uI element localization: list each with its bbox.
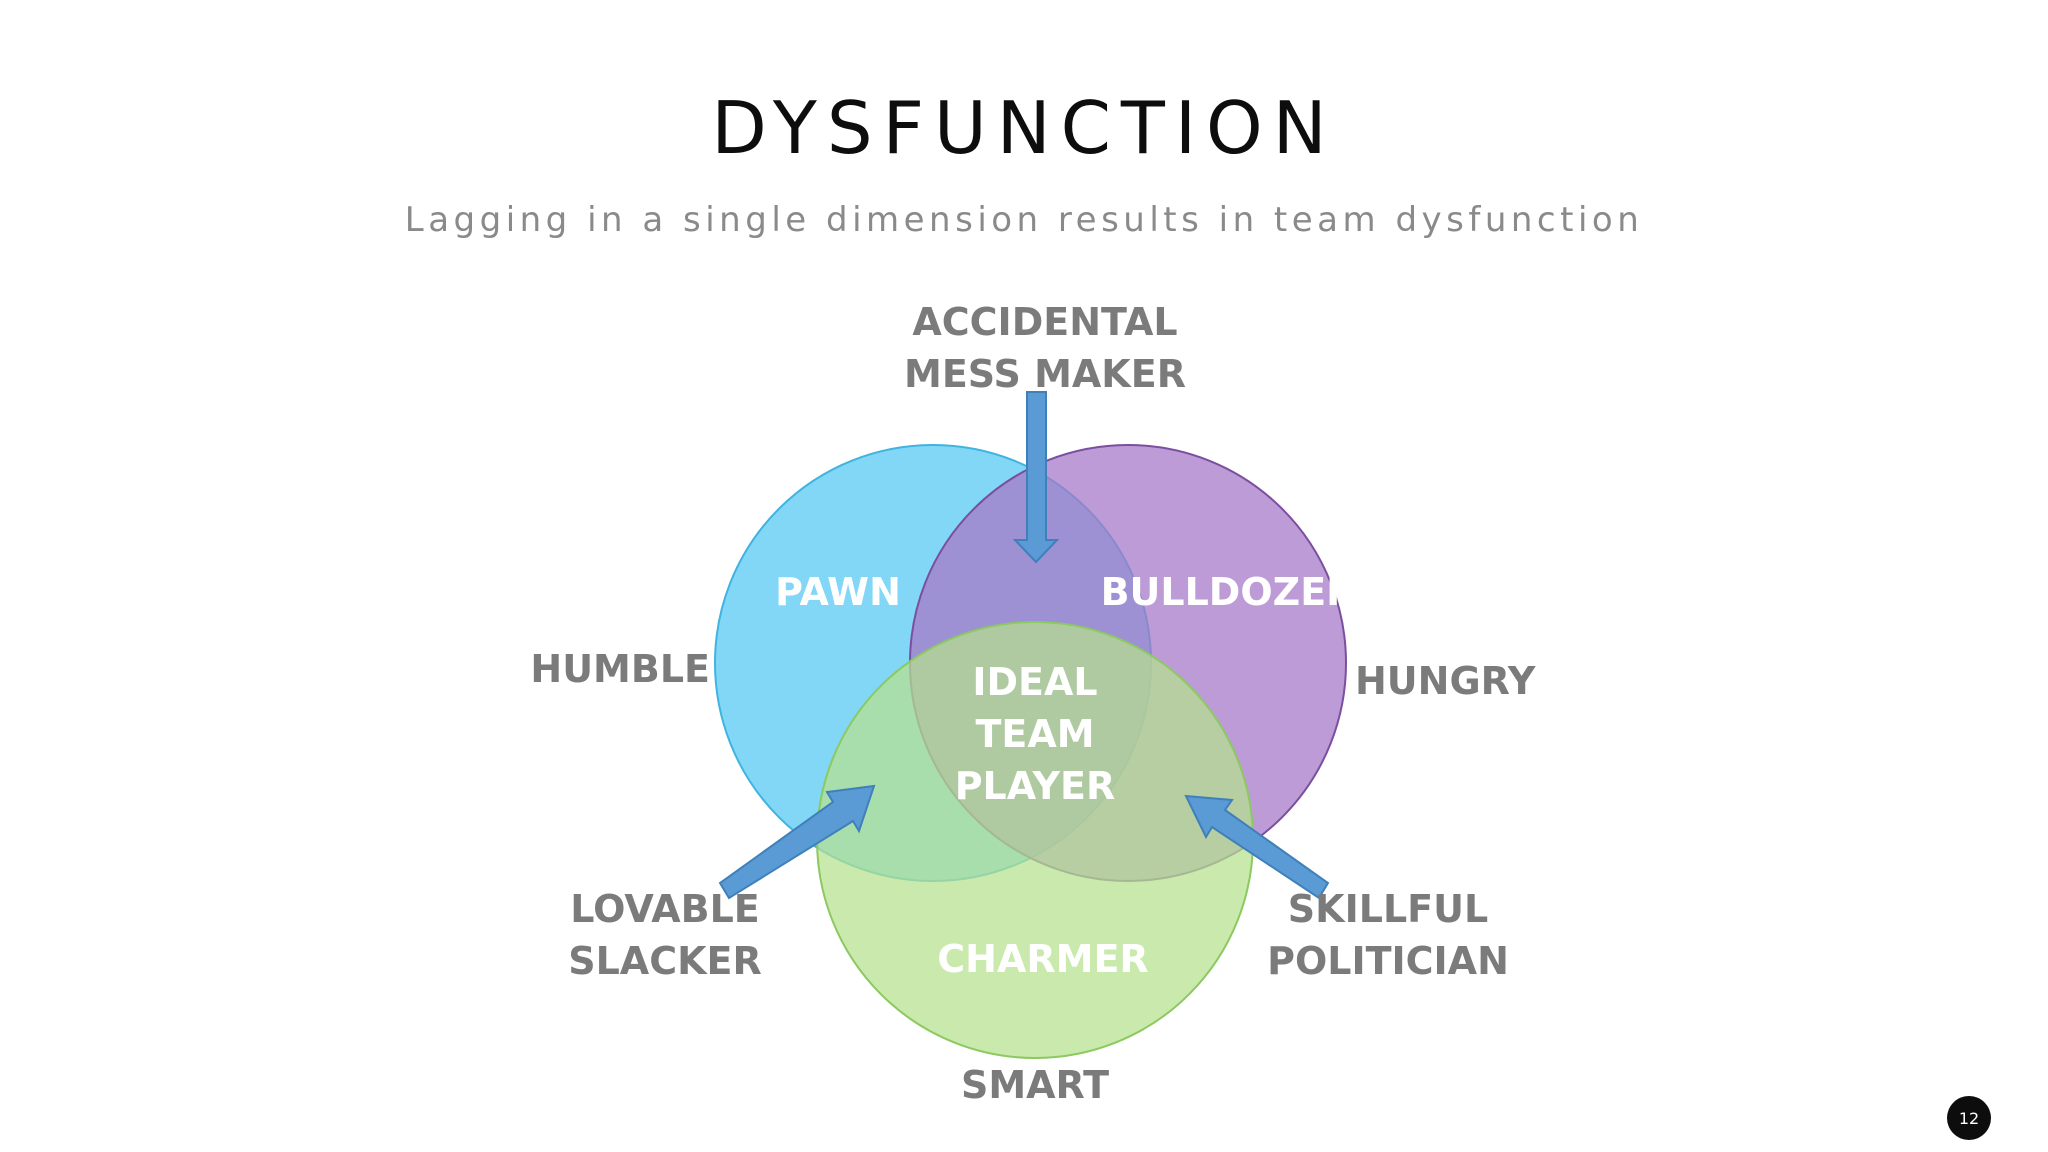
page-number-badge: 12 — [1947, 1096, 1991, 1140]
label-skillful-line1: SKILLFUL — [1288, 887, 1488, 931]
label-pawn: PAWN — [775, 570, 901, 614]
label-ideal-line2: TEAM — [975, 712, 1094, 756]
page-subtitle: Lagging in a single dimension results in… — [404, 200, 1644, 240]
arrow-down-icon — [1012, 391, 1060, 564]
page-title: DYSFUNCTION — [711, 86, 1337, 170]
label-lovable-line1: LOVABLE — [570, 887, 760, 931]
label-humble: HUMBLE — [530, 647, 710, 691]
label-ideal-line1: IDEAL — [972, 660, 1097, 704]
label-ideal-line3: PLAYER — [955, 764, 1116, 808]
label-bulldozer: BULLDOZER — [1101, 570, 1356, 614]
label-charmer: CHARMER — [937, 937, 1148, 981]
label-lovable-line2: SLACKER — [568, 939, 762, 983]
label-smart: SMART — [961, 1063, 1109, 1107]
label-hungry: HUNGRY — [1355, 659, 1536, 703]
arrow-up-left-icon — [1184, 794, 1330, 900]
label-skillful-line2: POLITICIAN — [1267, 939, 1509, 983]
arrow-up-right-icon — [718, 784, 876, 900]
label-accidental-line1: ACCIDENTAL — [912, 300, 1177, 344]
label-accidental-line2: MESS MAKER — [904, 352, 1186, 396]
